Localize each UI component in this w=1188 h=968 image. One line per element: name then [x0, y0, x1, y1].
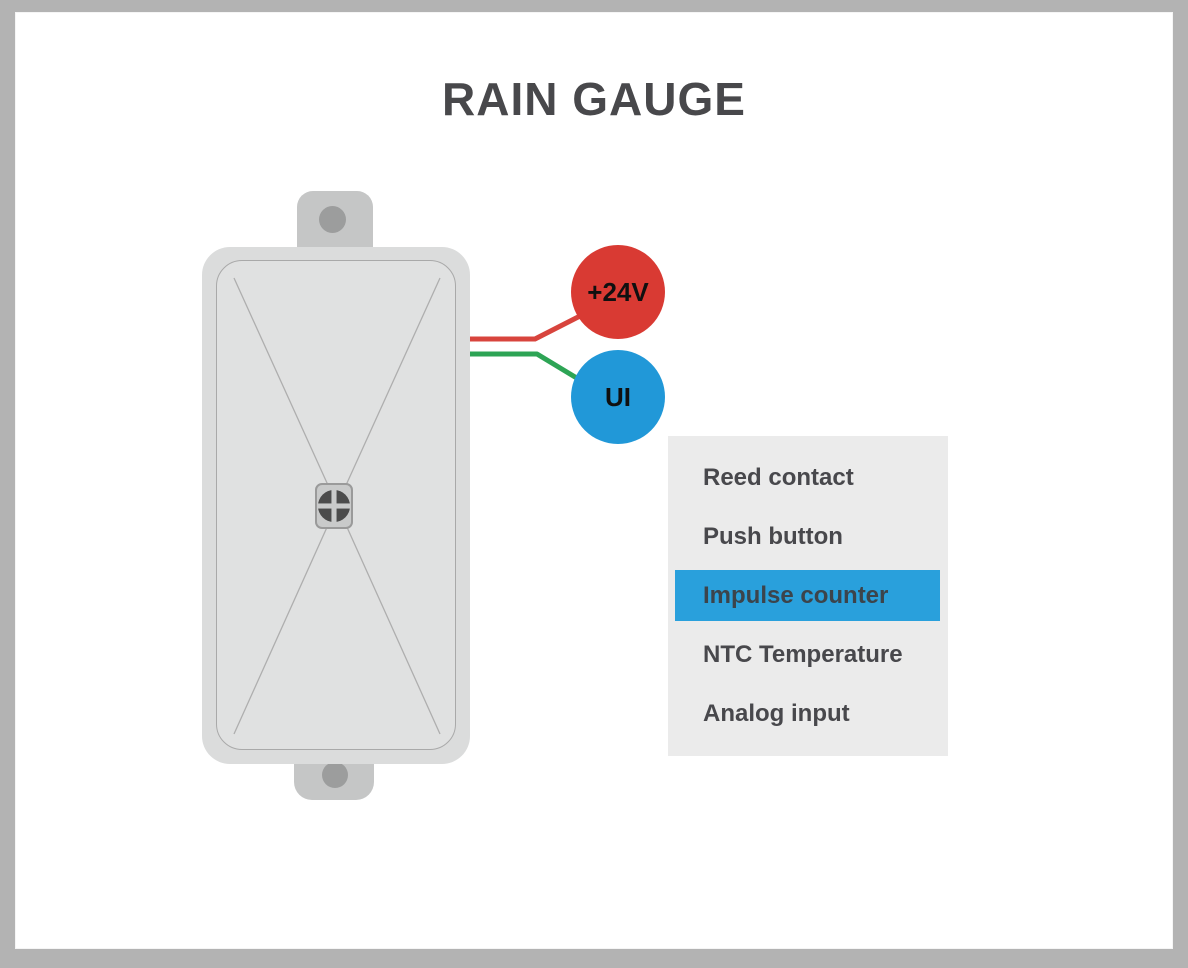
menu-item-label: Impulse counter — [703, 581, 889, 609]
terminal-24v-label: +24V — [587, 276, 649, 307]
menu-item-label: Push button — [703, 522, 843, 550]
terminal-24v: +24V — [571, 245, 665, 339]
mounting-hole-bottom-icon — [322, 762, 348, 788]
input-type-menu: Reed contact Push button Impulse counter… — [668, 436, 948, 756]
menu-item-reed-contact[interactable]: Reed contact — [668, 452, 948, 503]
menu-item-push-button[interactable]: Push button — [668, 511, 948, 562]
menu-item-label: Reed contact — [703, 463, 854, 491]
menu-item-analog-input[interactable]: Analog input — [668, 688, 948, 739]
menu-item-impulse-counter[interactable]: Impulse counter — [675, 570, 940, 621]
menu-item-label: Analog input — [703, 699, 850, 727]
device-cover-panel — [216, 260, 456, 750]
terminal-ui-label: UI — [605, 381, 631, 412]
cover-cross-lines — [233, 277, 441, 735]
terminal-ui: UI — [571, 350, 665, 444]
page-title: RAIN GAUGE — [442, 73, 746, 125]
mounting-hole-top-icon — [319, 206, 346, 233]
diagram-canvas — [15, 12, 1173, 949]
center-screw-plate — [315, 483, 353, 529]
menu-item-label: NTC Temperature — [703, 640, 903, 668]
center-screw-icon — [317, 489, 351, 523]
menu-item-ntc-temperature[interactable]: NTC Temperature — [668, 629, 948, 680]
